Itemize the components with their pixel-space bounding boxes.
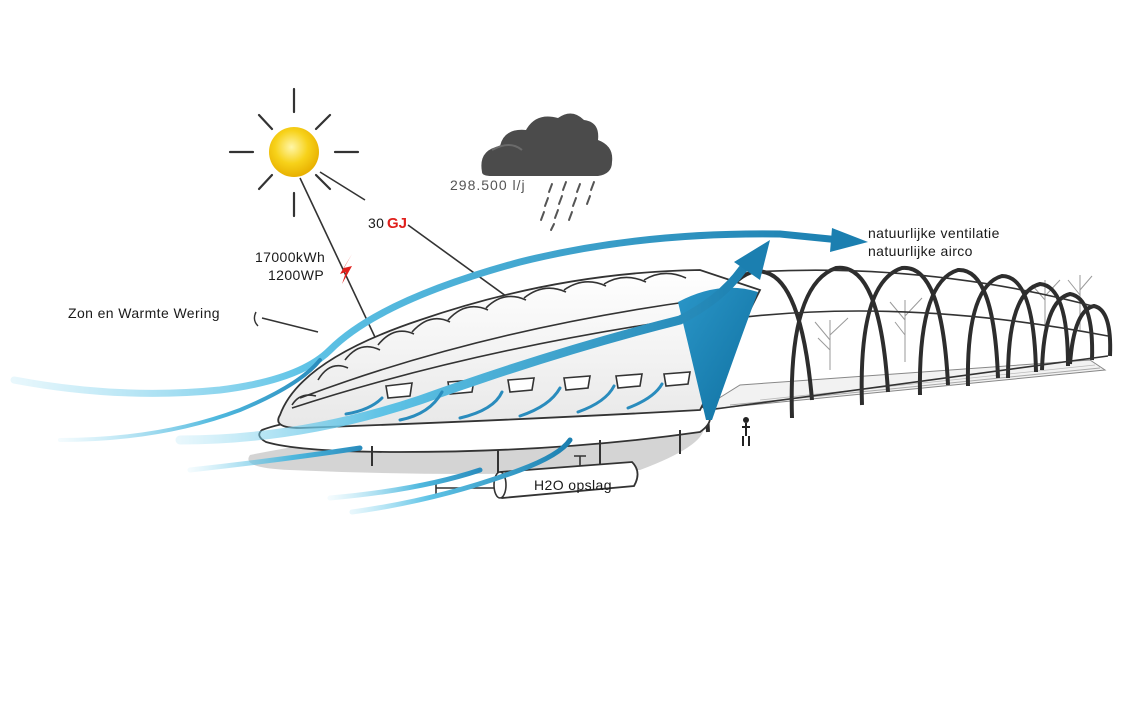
ventilation-label: natuurlijke ventilatie [868,225,1000,241]
shading-label: Zon en Warmte Wering [68,305,220,321]
heat-value-label: 30 [368,215,384,231]
rain-cloud-icon [481,113,613,231]
energy-kwh-label: 17000kWh [255,249,325,265]
energy-wp-label: 1200WP [268,267,324,283]
rain-volume-label: 298.500 l/j [450,177,526,193]
person-figure-icon [742,417,750,446]
arch-structure [699,265,1113,446]
airco-label: natuurlijke airco [868,243,973,259]
heat-unit-label: GJ [387,215,407,232]
lightning-icon [340,254,352,284]
ventilation-veil [678,287,758,420]
storage-label: H2O opslag [534,477,612,493]
wind-flows [10,228,868,515]
shading-leader [261,317,319,333]
sun-icon [228,87,360,218]
